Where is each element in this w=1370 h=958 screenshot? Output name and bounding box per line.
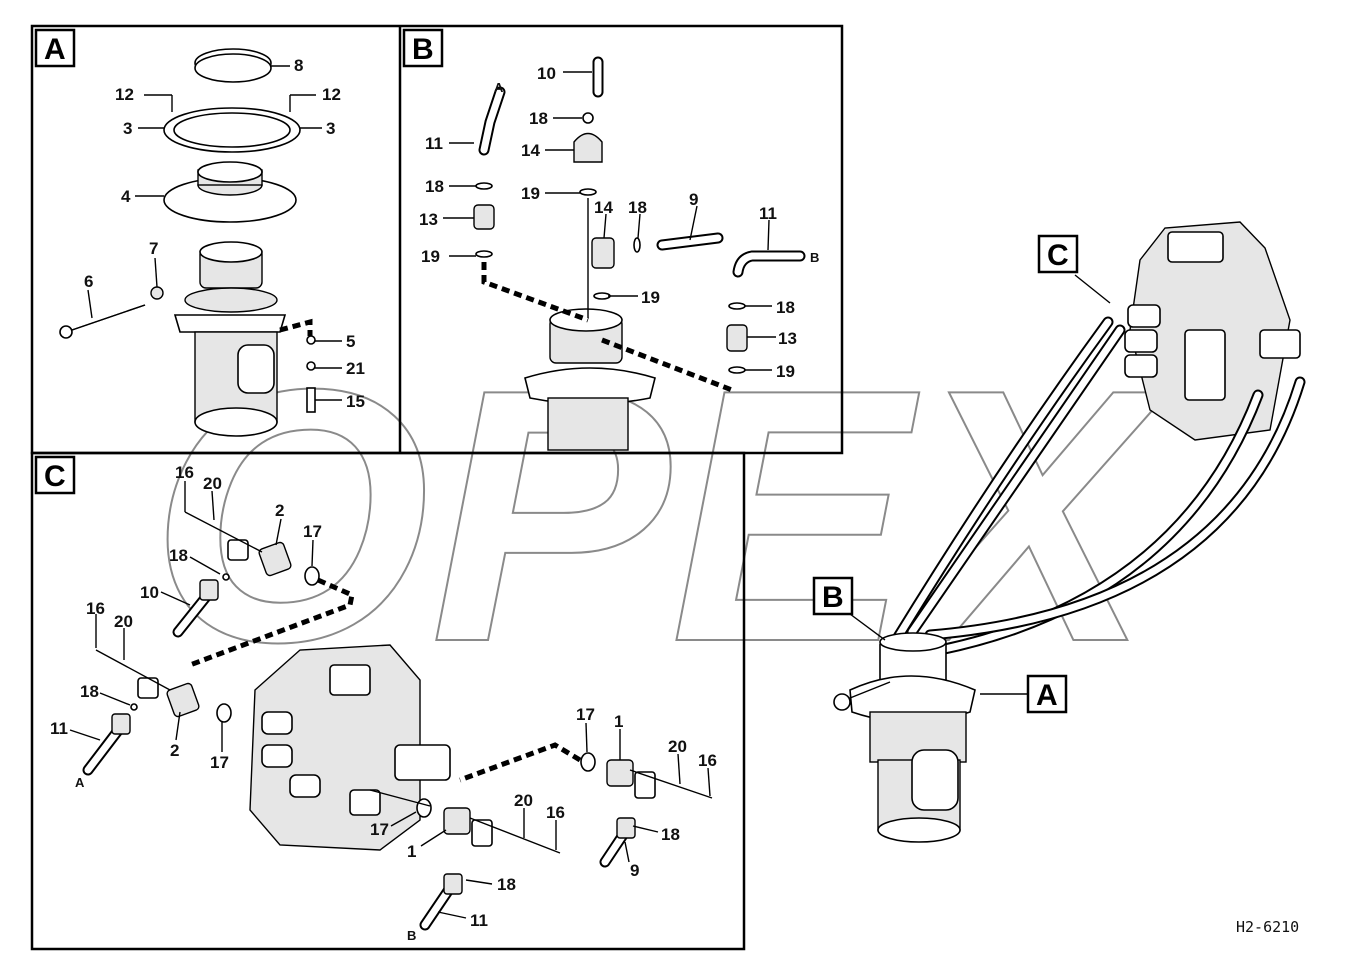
label-a-8: 8	[294, 56, 303, 75]
label-a-12-right: 12	[322, 85, 341, 104]
label-b-18-left: 18	[425, 177, 444, 196]
label-b-18-lower: 18	[776, 298, 795, 317]
label-c-2-left: 2	[170, 741, 179, 760]
label-c-20-left: 20	[114, 612, 133, 631]
label-c-18-top: 18	[169, 546, 188, 565]
label-a-15: 15	[346, 392, 365, 411]
label-b-19-left: 19	[421, 247, 440, 266]
label-a-21: 21	[346, 359, 365, 378]
label-b-13-left: 13	[419, 210, 438, 229]
drawing-code: H2-6210	[1236, 918, 1299, 936]
label-c-18-right: 18	[661, 825, 680, 844]
panel-b-letter: B	[412, 33, 434, 66]
label-c-16-left: 16	[86, 599, 105, 618]
callout-c: C	[1037, 234, 1111, 304]
label-c-a: A	[75, 775, 85, 790]
label-a-12-left: 12	[115, 85, 134, 104]
label-c-11-left: 11	[50, 719, 68, 738]
label-b-a: A	[494, 80, 504, 95]
label-c-1-lower: 1	[407, 842, 416, 861]
label-c-20-top: 20	[203, 474, 222, 493]
label-b-18-right: 18	[628, 198, 647, 217]
panel-a-drawing	[59, 48, 342, 437]
label-c-16-top: 16	[175, 463, 194, 482]
label-b-14-top: 14	[521, 141, 540, 160]
label-b-18-top: 18	[529, 109, 548, 128]
label-a-5: 5	[346, 332, 355, 351]
label-c-2-top: 2	[275, 501, 284, 520]
label-c-17-top: 17	[303, 522, 322, 541]
panel-b-letter-box: B	[402, 28, 444, 68]
panel-c-drawing	[69, 481, 713, 931]
label-c-16-lower: 16	[546, 803, 565, 822]
label-c-18-left: 18	[80, 682, 99, 701]
label-c-9: 9	[630, 861, 639, 880]
label-b-10: 10	[537, 64, 556, 83]
panel-a-letter: A	[44, 33, 66, 66]
label-b-11-left: 11	[425, 134, 443, 153]
label-b-11-right: 11	[759, 204, 777, 223]
label-c-10: 10	[140, 583, 159, 602]
callout-c-letter: C	[1047, 239, 1069, 272]
label-b-14-right: 14	[594, 198, 613, 217]
label-b-19-center: 19	[641, 288, 660, 307]
label-c-1-right: 1	[614, 712, 623, 731]
callout-a-letter: A	[1036, 679, 1058, 712]
label-c-18-lower: 18	[497, 875, 516, 894]
label-b-b: B	[810, 250, 819, 265]
panel-c-letter: C	[44, 460, 66, 493]
panel-b-drawing	[443, 56, 806, 451]
label-c-20-right: 20	[668, 737, 687, 756]
label-a-4: 4	[121, 187, 131, 206]
panel-c-frame	[30, 451, 746, 951]
label-b-13-right: 13	[778, 329, 797, 348]
label-a-3-right: 3	[326, 119, 335, 138]
label-a-7: 7	[149, 239, 158, 258]
label-c-b: B	[407, 928, 416, 943]
label-a-3-left: 3	[123, 119, 132, 138]
label-c-11-lower: 11	[470, 911, 488, 930]
panel-c-letter-box: C	[34, 455, 76, 495]
label-b-19-mid: 19	[521, 184, 540, 203]
assembly-view	[833, 221, 1306, 843]
label-c-20-lower: 20	[514, 791, 533, 810]
label-c-17-right: 17	[576, 705, 595, 724]
label-c-17-lower: 17	[370, 820, 389, 839]
callout-b: B	[812, 576, 886, 641]
label-b-19-lower: 19	[776, 362, 795, 381]
label-b-9: 9	[689, 190, 698, 209]
label-a-6: 6	[84, 272, 93, 291]
label-c-17-left: 17	[210, 753, 229, 772]
callout-b-letter: B	[822, 581, 844, 614]
callout-a: A	[980, 674, 1068, 714]
panel-a-letter-box: A	[34, 28, 76, 68]
label-c-16-right: 16	[698, 751, 717, 770]
